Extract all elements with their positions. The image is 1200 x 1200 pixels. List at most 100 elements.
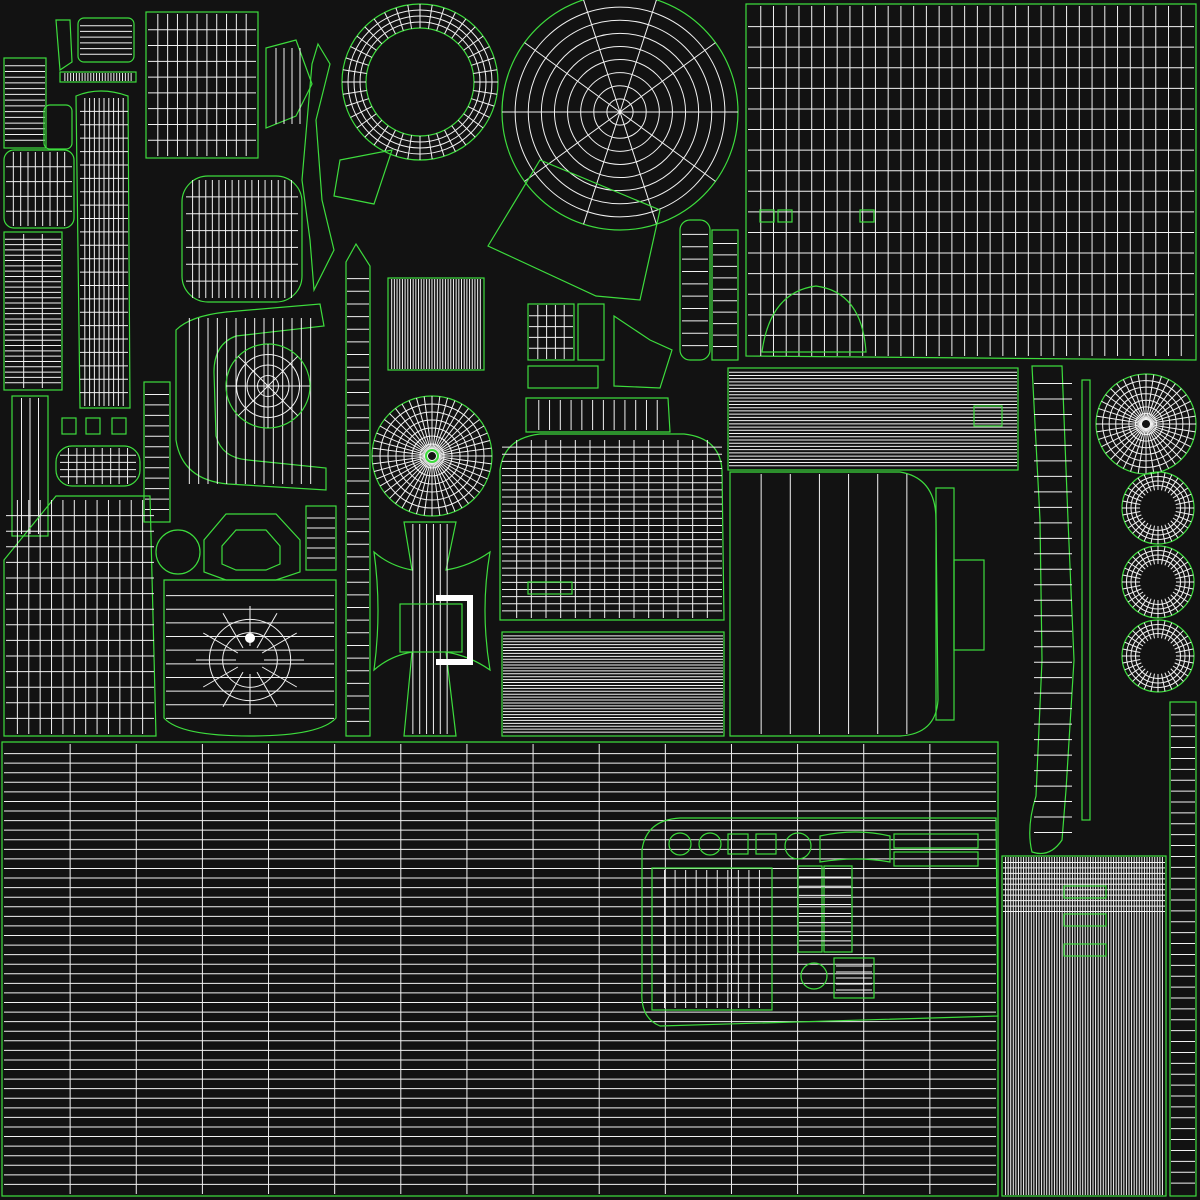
uv-edge	[1096, 424, 1143, 433]
uv-edge	[401, 459, 431, 509]
uv-edge-ring	[208, 618, 292, 702]
uv-edge	[1146, 374, 1155, 421]
small-square-island	[387, 277, 673, 389]
uv-edge-ring	[1135, 633, 1181, 679]
uv-edge	[1098, 408, 1143, 424]
uv-edge-ring	[1134, 412, 1158, 436]
uv-edge	[1130, 427, 1146, 472]
uv-edge-ring	[1130, 480, 1186, 536]
uv-edge	[435, 456, 491, 473]
octagon-fitting-island	[155, 505, 337, 737]
uv-edge	[432, 396, 441, 453]
uv-edge	[1110, 388, 1144, 422]
rounded-panel-island	[679, 219, 739, 361]
uv-edge	[408, 400, 431, 453]
uv-edge	[435, 457, 488, 480]
uv-edge-ring	[379, 403, 485, 509]
uv-edge	[524, 42, 621, 113]
uv-edge-ring	[353, 15, 487, 149]
uv-edge	[435, 425, 485, 455]
uv-edge	[1137, 374, 1146, 421]
uv-edge	[434, 458, 469, 504]
uv-edge-ring	[1135, 559, 1181, 605]
uv-edge	[1105, 425, 1144, 454]
uv-edge-ring	[347, 9, 493, 155]
uv-edge-ring	[514, 6, 726, 218]
uv-edge	[1146, 376, 1162, 421]
uv-edge	[376, 432, 429, 455]
uv-edge	[1148, 394, 1187, 423]
uv-edge	[1122, 427, 1145, 469]
cross-bracket-island	[373, 521, 491, 737]
uv-edge-ring	[1128, 406, 1164, 442]
uv-edge	[256, 612, 278, 649]
uv-edge	[1147, 383, 1176, 422]
uv-edge-ring	[580, 72, 660, 152]
dome-sphere-island	[487, 0, 739, 301]
uv-edge	[432, 459, 449, 515]
motor-body-island	[499, 397, 725, 621]
uv-edge	[1149, 415, 1196, 424]
uv-edge	[1149, 424, 1196, 433]
uv-edge	[1147, 426, 1176, 465]
uv-edge	[1149, 424, 1194, 440]
uv-edge	[389, 413, 430, 454]
uv-edge	[1130, 376, 1146, 421]
uv-edge	[379, 457, 429, 487]
uv-edge	[619, 111, 716, 182]
uv-edge-ring	[1126, 624, 1190, 688]
uv-edge-ring	[387, 411, 477, 501]
uv-edge	[395, 458, 430, 504]
uv-edge	[524, 111, 621, 182]
uv-edge	[433, 403, 463, 453]
uv-edge	[373, 439, 429, 456]
hatched-block-island	[501, 367, 1019, 737]
uv-edge	[435, 457, 485, 487]
uv-edge	[1110, 426, 1144, 460]
tube-elbow-island	[175, 303, 327, 491]
uv-edge	[389, 458, 430, 499]
uv-edge-ring	[257, 375, 279, 397]
uv-edge	[434, 458, 480, 493]
narrow-blade-island	[345, 242, 371, 737]
uv-edge-ring	[553, 45, 687, 179]
uv-edge	[1137, 427, 1146, 474]
uv-edge	[423, 396, 432, 453]
uv-edge	[1149, 425, 1191, 448]
pin-dot	[245, 633, 255, 643]
uv-edge-ring	[1115, 393, 1177, 455]
uv-edge	[376, 457, 429, 480]
left-grid-island	[3, 381, 171, 737]
square-panel-island	[145, 11, 303, 303]
uv-edge-ring	[1126, 550, 1190, 614]
uv-edge	[1147, 379, 1170, 421]
uv-edge-ring	[593, 85, 647, 139]
large-top-right-panel-island	[745, 3, 1197, 361]
uv-edge	[434, 408, 469, 454]
uv-edge	[415, 397, 432, 453]
uv-edge	[1116, 426, 1145, 465]
disc-stack-island	[1095, 373, 1197, 693]
uv-edge	[1105, 394, 1144, 423]
uv-edge	[1101, 400, 1143, 423]
uv-edge	[423, 459, 432, 516]
uv-edge-ring	[246, 364, 290, 408]
uv-edge	[619, 42, 716, 113]
curved-handle-island	[1029, 365, 1091, 855]
uv-edge-ring	[527, 19, 713, 205]
uv-edge	[1146, 427, 1155, 474]
uv-edge	[1148, 426, 1182, 460]
uv-edge	[395, 408, 430, 454]
uv-edge	[1098, 424, 1143, 440]
radial-disc-island	[371, 395, 493, 517]
uv-edge	[1116, 383, 1145, 422]
uv-edge	[401, 403, 431, 453]
curved-strap-island	[265, 39, 335, 293]
uv-edge	[583, 111, 621, 225]
cylinder-body-island	[729, 471, 985, 737]
left-tall-strip-island	[3, 231, 63, 537]
uv-edge-ring	[606, 98, 634, 126]
uv-edge	[435, 447, 492, 456]
